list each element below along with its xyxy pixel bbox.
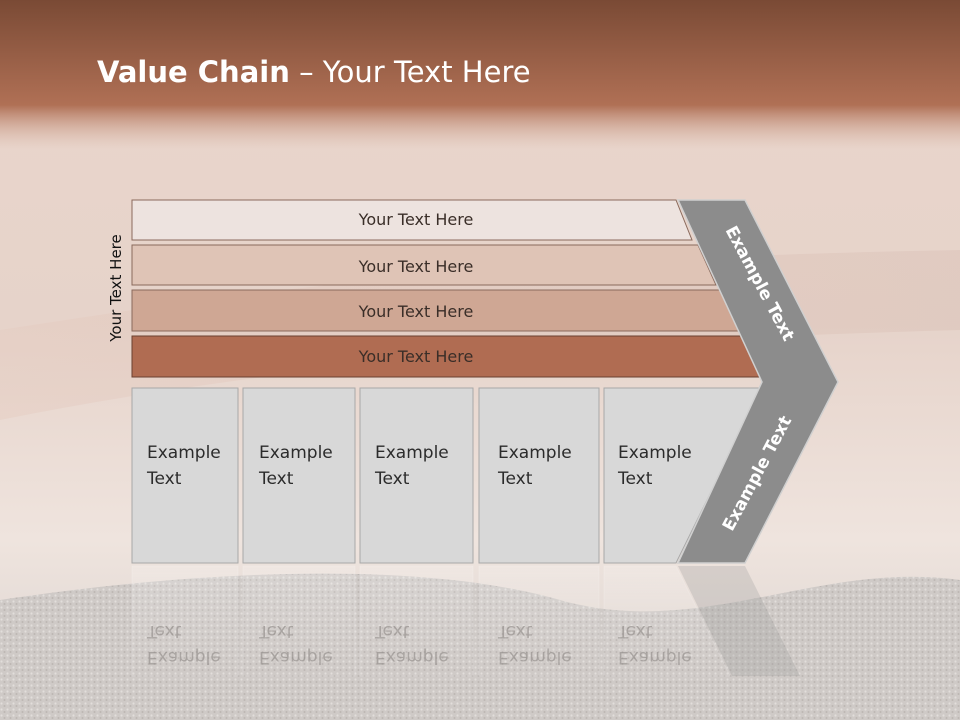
column-2-line2: Text <box>258 469 294 489</box>
column-4-reflection-line2: Text <box>497 621 533 641</box>
column-1-line1: Example <box>147 443 221 463</box>
column-4-reflection-line1: Example <box>498 647 572 667</box>
column-3-reflection-line2: Text <box>374 621 410 641</box>
row-2[interactable]: Your Text Here <box>131 244 717 286</box>
column-3[interactable]: Example Text <box>359 387 474 564</box>
row-1-label: Your Text Here <box>358 210 474 229</box>
row-4-label: Your Text Here <box>358 347 474 366</box>
column-1-reflection-line2: Text <box>146 621 182 641</box>
column-5[interactable]: Example Text <box>603 387 763 564</box>
column-4-line1: Example <box>498 443 572 463</box>
column-5-reflection-line1: Example <box>618 647 692 667</box>
column-4[interactable]: Example Text <box>478 387 600 564</box>
row-1[interactable]: Your Text Here <box>131 199 693 241</box>
column-2-reflection-line1: Example <box>259 647 333 667</box>
column-1[interactable]: Example Text <box>131 387 239 564</box>
column-4-line2: Text <box>497 469 533 489</box>
column-3-line1: Example <box>375 443 449 463</box>
row-2-label: Your Text Here <box>358 257 474 276</box>
diagram-reflection: Example Text Example Text Example Text E… <box>131 565 800 677</box>
title-rest: – Your Text Here <box>289 55 531 89</box>
header-band <box>0 0 960 150</box>
column-5-reflection-line2: Text <box>617 621 653 641</box>
row-4[interactable]: Your Text Here <box>131 335 765 378</box>
column-5-line1: Example <box>618 443 692 463</box>
support-rows: Your Text Here Your Text Here Your Text … <box>131 199 765 378</box>
column-1-reflection-line1: Example <box>147 647 221 667</box>
column-5-line2: Text <box>617 469 653 489</box>
column-2-line1: Example <box>259 443 333 463</box>
column-2-reflection-line2: Text <box>258 621 294 641</box>
row-3-label: Your Text Here <box>358 302 474 321</box>
page-title: Value Chain – Your Text Here <box>97 55 531 89</box>
title-bold: Value Chain <box>97 55 290 89</box>
primary-columns: Example Text Example Text Example Text E… <box>131 387 763 564</box>
column-3-reflection-line1: Example <box>375 647 449 667</box>
column-3-line2: Text <box>374 469 410 489</box>
row-3[interactable]: Your Text Here <box>131 289 740 332</box>
column-1-line2: Text <box>146 469 182 489</box>
column-2[interactable]: Example Text <box>242 387 356 564</box>
